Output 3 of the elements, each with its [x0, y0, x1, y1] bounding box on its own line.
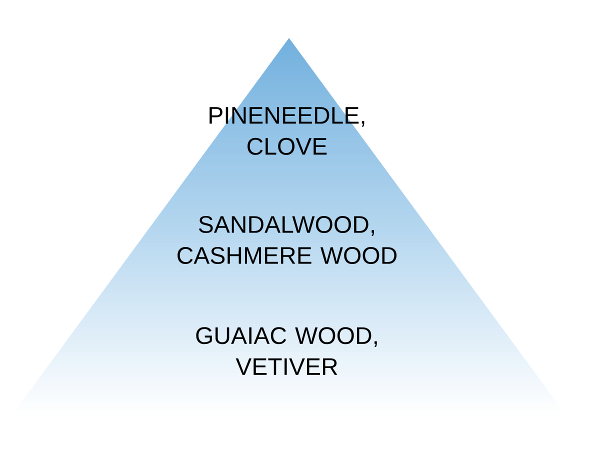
- note-text: PINENEEDLE, CLOVE: [210, 107, 364, 155]
- note-text: GUAIAC WOOD, VETIVER: [196, 327, 377, 375]
- note-text: SANDALWOOD, CASHMERE WOOD: [178, 216, 397, 264]
